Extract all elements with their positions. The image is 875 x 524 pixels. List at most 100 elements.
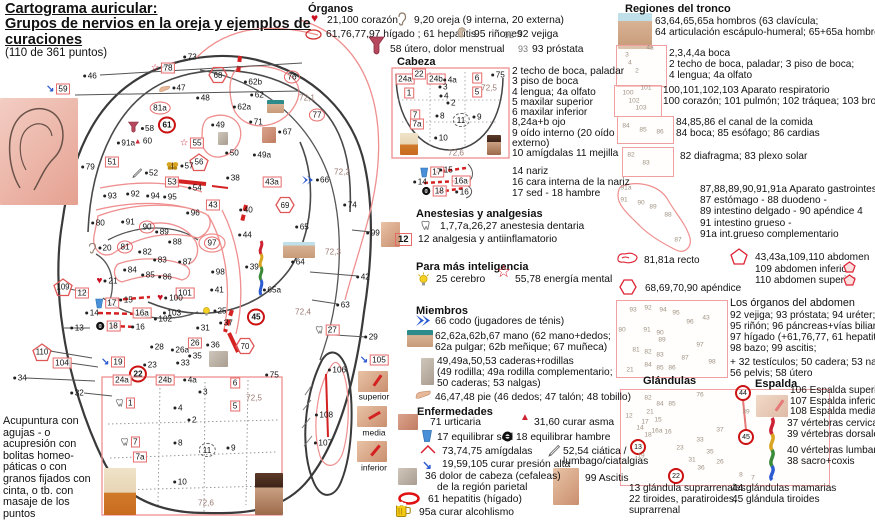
enf-amigdalas[interactable]: 73,74,75 amígdalas: [442, 446, 533, 457]
point-40[interactable]: 40: [239, 206, 253, 215]
point-3[interactable]: 3: [438, 83, 448, 92]
organos-oreja[interactable]: 9,20 oreja (9 interna, 20 externa): [414, 15, 564, 26]
point-17[interactable]: 17: [95, 297, 119, 309]
point-10[interactable]: 10: [173, 478, 187, 487]
point-48[interactable]: 48: [196, 94, 210, 103]
point-27[interactable]: 27: [315, 324, 340, 336]
point-72-3[interactable]: 72,3: [325, 247, 341, 257]
point-24b[interactable]: 24b: [155, 374, 175, 386]
point-84[interactable]: 84: [123, 266, 137, 275]
point-1[interactable]: 1: [115, 397, 136, 409]
point-32[interactable]: 32: [70, 389, 84, 398]
point-13[interactable]: 13: [630, 439, 646, 455]
point-102[interactable]: 102: [153, 315, 172, 324]
point-12[interactable]: 12: [74, 287, 90, 299]
point-11[interactable]: 11: [198, 443, 216, 457]
point-68[interactable]: 68: [208, 66, 228, 84]
point-108[interactable]: 108: [314, 411, 333, 420]
point-5[interactable]: 5: [230, 400, 240, 412]
point-41[interactable]: 41: [210, 286, 224, 295]
point-9[interactable]: 9: [226, 444, 236, 453]
point-80[interactable]: 80: [91, 219, 105, 228]
organos-rinones[interactable]: 95 riñones: [474, 29, 523, 40]
point-16[interactable]: 16: [131, 323, 145, 332]
point-72-5[interactable]: 72,5: [246, 393, 262, 403]
point-6[interactable]: 6: [472, 72, 482, 84]
point-49[interactable]: 49: [211, 121, 225, 130]
point-72-4[interactable]: 72,4: [295, 307, 311, 317]
enf-ciatica1[interactable]: 52,54 ciática /: [563, 446, 627, 457]
point-34[interactable]: 34: [13, 374, 27, 383]
point-7a[interactable]: 7a: [409, 118, 425, 130]
point-62a[interactable]: 62a: [232, 103, 251, 112]
point-82[interactable]: 82: [138, 248, 152, 257]
enf-asma[interactable]: 31,60 curar asma: [534, 417, 615, 428]
point-16a[interactable]: 16a: [451, 175, 471, 187]
point-94[interactable]: 94: [146, 192, 160, 201]
point-78[interactable]: ☆78: [151, 62, 176, 74]
point-52[interactable]: 52: [132, 168, 158, 179]
point-17[interactable]: 17: [420, 166, 444, 178]
point-73[interactable]: 73: [183, 53, 197, 62]
tronco-recto[interactable]: 81,81a recto: [644, 255, 700, 266]
point-37[interactable]: 37: [219, 319, 233, 328]
point-16[interactable]: 16: [455, 188, 469, 197]
point-51[interactable]: 51: [104, 156, 120, 168]
point-77[interactable]: 77: [308, 108, 326, 122]
enf-sed[interactable]: 17 equilibrar sed: [437, 432, 514, 443]
point-96[interactable]: 96: [186, 209, 200, 218]
point-95[interactable]: 95: [163, 193, 177, 202]
point-54[interactable]: 54: [188, 184, 202, 193]
point-83[interactable]: 83: [153, 256, 167, 265]
point-15[interactable]: 15: [119, 296, 133, 305]
point-24a[interactable]: 24a: [112, 374, 132, 386]
point-26[interactable]: 26: [187, 337, 203, 349]
organos-vejiga[interactable]: 92 vejiga: [517, 29, 559, 40]
point-55[interactable]: ☆55: [180, 137, 205, 149]
point-105[interactable]: ↘105: [360, 354, 389, 366]
point-72-5[interactable]: 72,5: [481, 83, 497, 93]
point-19[interactable]: ↘19: [101, 356, 125, 368]
point-85[interactable]: 85: [141, 271, 155, 280]
point-22[interactable]: 22: [411, 68, 427, 80]
point-104[interactable]: 104: [52, 357, 72, 369]
point-91[interactable]: 91: [121, 218, 135, 227]
point-79[interactable]: 79: [81, 163, 95, 172]
point-47[interactable]: 47: [158, 84, 186, 93]
point-81[interactable]: 81: [116, 240, 134, 254]
point-46[interactable]: 46: [83, 72, 97, 81]
point-1[interactable]: 1: [404, 87, 414, 99]
point-2[interactable]: 2: [446, 99, 456, 108]
point-11[interactable]: 11: [452, 113, 470, 127]
point-93[interactable]: 93: [103, 192, 117, 201]
point-70[interactable]: 70: [235, 337, 255, 355]
point-10[interactable]: 10: [434, 134, 448, 143]
point-98[interactable]: 98: [211, 268, 225, 277]
point-65a[interactable]: 65a: [262, 286, 281, 295]
enf-cefalea1[interactable]: 36 dolor de cabeza (cefaleas): [425, 471, 561, 482]
point-103[interactable]: 103: [162, 309, 181, 318]
point-29[interactable]: 29: [364, 333, 378, 342]
point-16a[interactable]: 16a: [132, 307, 152, 319]
point-57[interactable]: 57: [166, 162, 194, 171]
point-65[interactable]: 65: [295, 223, 309, 232]
point-92[interactable]: 92: [126, 190, 140, 199]
organos-corazon[interactable]: 21,100 corazón: [327, 15, 398, 26]
point-62b[interactable]: 62b: [243, 78, 262, 87]
point-58[interactable]: 58: [127, 121, 154, 135]
organos-prostata[interactable]: 93 próstata: [532, 44, 584, 55]
point-38[interactable]: 38: [226, 174, 240, 183]
point-39[interactable]: 39: [245, 263, 259, 272]
point-43a[interactable]: 43a: [262, 176, 282, 188]
point-4a[interactable]: 4a: [183, 376, 197, 385]
point-71[interactable]: 71: [249, 118, 263, 127]
point-56[interactable]: 56: [189, 153, 209, 172]
point-81a[interactable]: 81a: [149, 101, 171, 115]
point-44[interactable]: 44: [735, 385, 751, 401]
point-60[interactable]: ▲60: [133, 136, 153, 146]
point-66[interactable]: 66: [301, 175, 329, 186]
point-59[interactable]: ↘59: [46, 83, 70, 95]
organos-higado[interactable]: 61,76,77,97 hígado ; 61 hepatitis: [326, 29, 476, 40]
point-50[interactable]: 50: [225, 149, 239, 158]
point-97[interactable]: 97: [203, 236, 221, 250]
